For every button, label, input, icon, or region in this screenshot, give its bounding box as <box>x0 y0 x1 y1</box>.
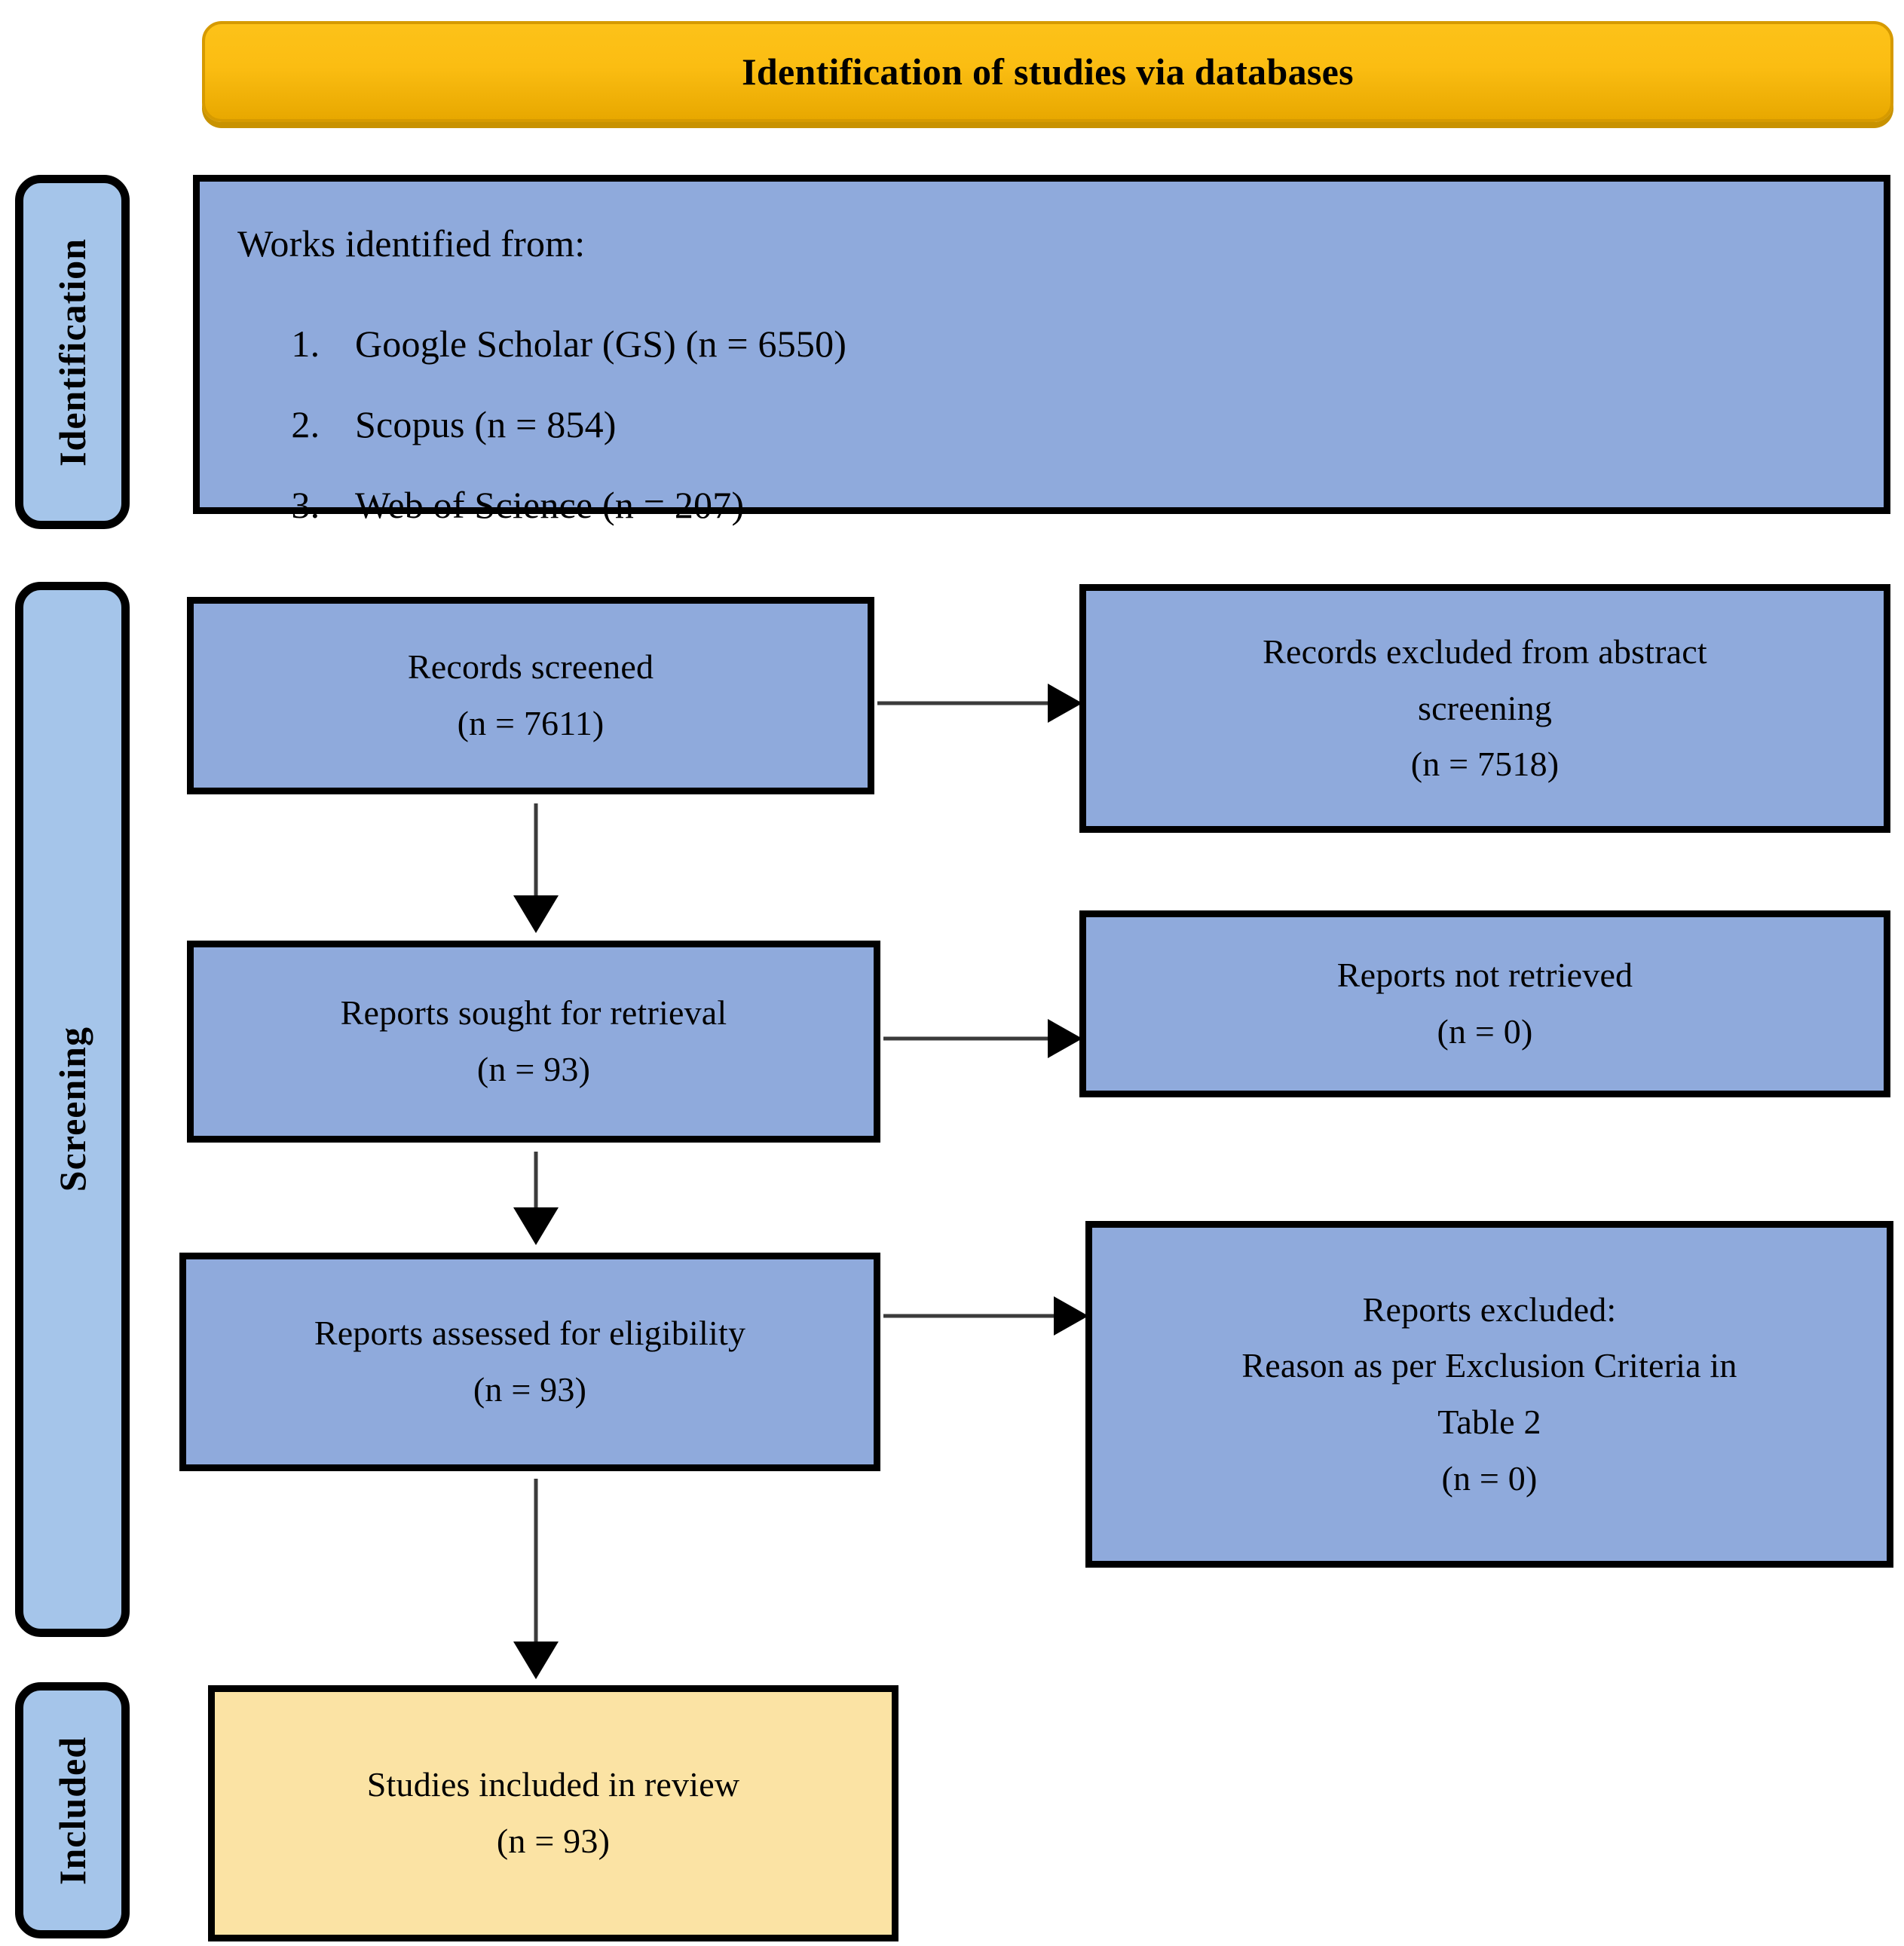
works-identified-source-list: Google Scholar (GS) (n = 6550) Scopus (n… <box>237 294 1884 555</box>
arrow-screened-to-excluded-abstract <box>877 682 1082 724</box>
reports-sought-label: Reports sought for retrieval <box>340 993 727 1033</box>
records-excluded-abstract-line1: Records excluded from abstract <box>1263 632 1707 672</box>
list-item: Scopus (n = 854) <box>329 394 1884 455</box>
stage-label-screening: Screening <box>51 1027 93 1192</box>
records-screened-count: (n = 7611) <box>457 704 605 742</box>
reports-assessed-label: Reports assessed for eligibility <box>314 1314 746 1353</box>
node-studies-included: Studies included in review (n = 93) <box>208 1685 898 1941</box>
arrow-shaft <box>883 1036 1052 1041</box>
node-reports-assessed: Reports assessed for eligibility (n = 93… <box>179 1253 880 1471</box>
reports-assessed-count: (n = 93) <box>473 1370 587 1409</box>
stage-rail-included: Included <box>15 1682 130 1938</box>
reports-not-retrieved-count: (n = 0) <box>1437 1012 1533 1051</box>
studies-included-label: Studies included in review <box>366 1765 740 1804</box>
works-identified-lead: Works identified from: <box>237 222 586 265</box>
records-screened-label: Records screened <box>407 647 654 687</box>
diagram-title: Identification of studies via databases <box>742 50 1354 93</box>
arrow-shaft <box>883 1314 1058 1318</box>
node-records-screened: Records screened (n = 7611) <box>187 597 874 794</box>
list-item: Web of Science (n = 207) <box>329 475 1884 536</box>
node-reports-excluded: Reports excluded: Reason as per Exclusio… <box>1085 1221 1893 1568</box>
arrow-shaft <box>534 803 538 898</box>
reports-excluded-line2: Reason as per Exclusion Criteria in <box>1241 1346 1737 1385</box>
arrow-sought-to-not-retrieved <box>883 1017 1082 1060</box>
node-records-excluded-abstract: Records excluded from abstract screening… <box>1079 584 1890 833</box>
arrow-shaft <box>877 701 1052 705</box>
arrow-screened-to-sought <box>513 803 559 933</box>
arrow-head-right-icon <box>1048 1019 1082 1058</box>
records-excluded-abstract-count: (n = 7518) <box>1410 745 1560 784</box>
reports-sought-count: (n = 93) <box>476 1050 591 1088</box>
arrow-head-down-icon <box>513 1642 559 1679</box>
records-excluded-abstract-line2: screening <box>1417 688 1553 727</box>
node-works-identified: Works identified from: Google Scholar (G… <box>193 175 1890 526</box>
stage-rail-screening: Screening <box>15 582 130 1637</box>
stage-rail-identification: Identification <box>15 175 130 529</box>
reports-excluded-line1: Reports excluded: <box>1362 1290 1617 1329</box>
arrow-head-right-icon <box>1054 1296 1088 1336</box>
arrow-assessed-to-included <box>513 1479 559 1679</box>
arrow-shaft <box>534 1152 538 1210</box>
arrow-sought-to-assessed <box>513 1152 559 1245</box>
stage-label-included: Included <box>51 1736 93 1885</box>
list-item: Google Scholar (GS) (n = 6550) <box>329 314 1884 375</box>
diagram-header-banner: Identification of studies via databases <box>202 21 1893 122</box>
arrow-head-right-icon <box>1048 684 1082 723</box>
reports-excluded-count: (n = 0) <box>1441 1458 1538 1498</box>
arrow-assessed-to-excluded <box>883 1295 1088 1337</box>
arrow-head-down-icon <box>513 895 559 933</box>
reports-not-retrieved-label: Reports not retrieved <box>1336 956 1633 995</box>
node-reports-sought: Reports sought for retrieval (n = 93) <box>187 941 880 1143</box>
studies-included-count: (n = 93) <box>496 1822 611 1860</box>
reports-excluded-line3: Table 2 <box>1437 1403 1541 1441</box>
stage-label-identification: Identification <box>51 237 93 467</box>
arrow-head-down-icon <box>513 1207 559 1245</box>
arrow-shaft <box>534 1479 538 1645</box>
node-reports-not-retrieved: Reports not retrieved (n = 0) <box>1079 910 1890 1097</box>
